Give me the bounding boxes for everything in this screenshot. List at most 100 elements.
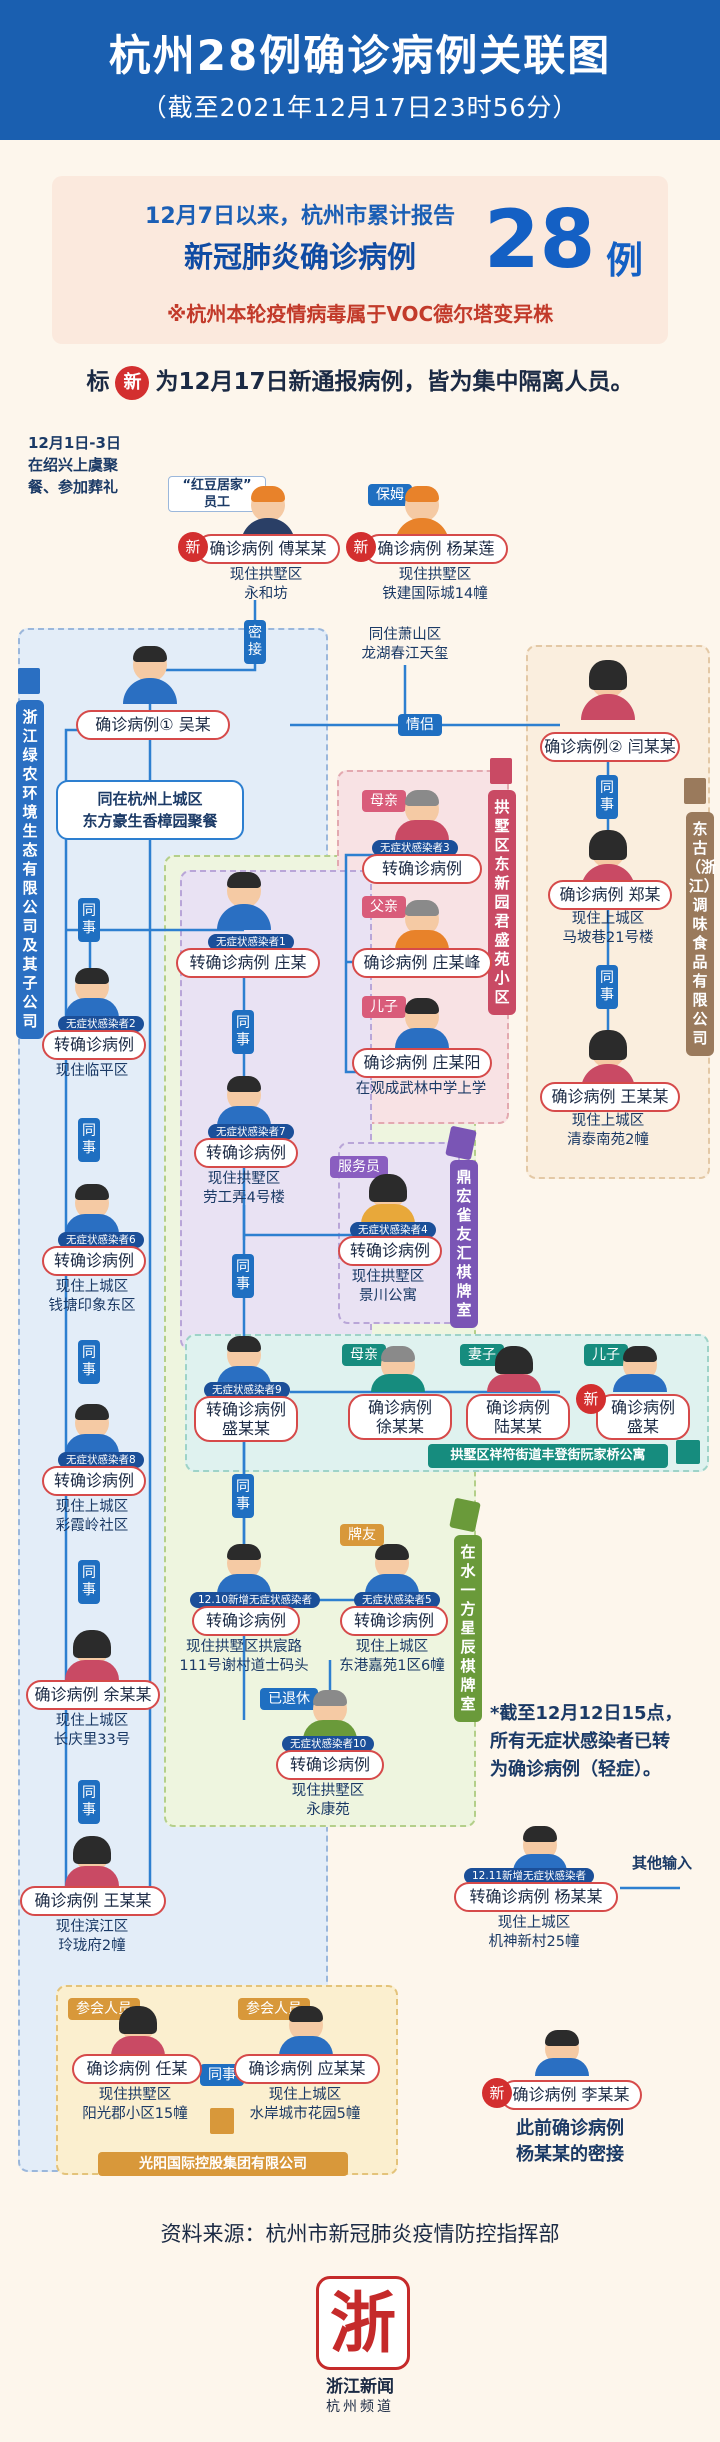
case-lu: 确诊病例 陆某某	[466, 1394, 570, 1440]
legend-prefix: 标	[86, 369, 110, 395]
other-input-label: 其他输入	[632, 1854, 693, 1872]
person-icon	[108, 2006, 168, 2056]
case-p2: 转确诊病例	[42, 1030, 146, 1060]
case-p2-location: 现住临平区	[55, 1063, 129, 1079]
case-p5-tag: 无症状感染者5	[354, 1592, 440, 1608]
relation-tongshi: 同事	[78, 1118, 100, 1162]
house-icon	[676, 1440, 700, 1464]
case-ren-location: 现住拱墅区 阳光郡小区15幢	[82, 2087, 188, 2122]
early-event-label: 12月1日-3日 在绍兴上虞聚餐、参加葬礼	[28, 434, 121, 496]
case-ren: 确诊病例 任某	[72, 2054, 202, 2084]
person-icon	[392, 998, 452, 1048]
case-count: 28	[484, 193, 596, 286]
person-icon	[532, 2030, 592, 2076]
case-zheng-location: 现住上城区 马坡巷21号楼	[562, 911, 654, 946]
person-icon	[392, 790, 452, 840]
summary-line1: 12月7日以来，杭州市累计报告	[145, 204, 455, 229]
case-p8-location: 现住上城区 彩霞岭社区	[55, 1499, 129, 1534]
relation-tongshi: 同事	[232, 1010, 254, 1054]
relation-tongshi: 同事	[78, 1560, 100, 1604]
case-p6-tag: 无症状感染者6	[58, 1232, 144, 1248]
case-yu-location: 现住上城区 长庆里33号	[53, 1713, 131, 1748]
li-note: 此前确诊病例 杨某某的密接	[516, 2118, 624, 2165]
relation-yituixiu: 已退休	[260, 1688, 318, 1710]
case-p6-location: 现住上城区 钱塘印象东区	[48, 1279, 136, 1314]
person-icon	[62, 1836, 122, 1886]
person-icon	[120, 644, 180, 704]
person-icon	[214, 870, 274, 930]
relation-fuwuyuan: 服务员	[330, 1156, 388, 1178]
case-yang-1211: 转确诊病例 杨某某	[454, 1882, 618, 1912]
case-p10-tag: 无症状感染者10	[282, 1736, 375, 1752]
case-mother-zhuang-tag: 无症状感染者3	[372, 840, 458, 856]
relation-tongshi: 同事	[78, 1340, 100, 1384]
case-li: 确诊病例 李某某	[500, 2080, 642, 2110]
case-p10: 转确诊病例	[276, 1750, 384, 1780]
relation-qizi: 妻子	[460, 1344, 504, 1366]
case-sheng-son: 确诊病例 盛某	[596, 1394, 690, 1440]
case-wang-a: 确诊病例 王某某	[540, 1082, 680, 1112]
building-icon	[684, 778, 706, 804]
case-wang-b: 确诊病例 王某某	[20, 1886, 166, 1916]
case-zhuang-yang: 确诊病例 庄某阳	[352, 1048, 492, 1078]
person-icon	[214, 1336, 274, 1386]
xiaoshan-location: 同住萧山区 龙湖春江天玺	[361, 627, 449, 662]
logo: 浙	[316, 2276, 410, 2370]
case-p2-tag: 无症状感染者2	[58, 1016, 144, 1032]
case-wu: 确诊病例① 吴某	[76, 710, 230, 740]
person-icon	[62, 1630, 122, 1680]
person-icon	[510, 1826, 570, 1872]
case-ying: 确诊病例 应某某	[234, 2054, 380, 2084]
baomu-label: 保姆	[368, 484, 412, 506]
region-label-gongshu-shengyuan: 拱墅区东新园君盛苑小区	[488, 790, 516, 1015]
channel-name: 杭州频道	[326, 2399, 394, 2415]
case-p1210: 转确诊病例	[192, 1606, 300, 1636]
region-label-dinghong: 鼎宏雀友汇棋牌室	[450, 1160, 478, 1328]
person-icon	[62, 968, 122, 1018]
case-wang-b-location: 现住滨江区 玲珑府2幢	[55, 1919, 129, 1954]
relation-paiyou: 牌友	[340, 1524, 384, 1546]
case-mother-zhuang: 转确诊病例	[362, 854, 482, 884]
relation-tongshi: 同事	[232, 1254, 254, 1298]
relation-tongshi: 同事	[596, 965, 618, 1009]
logo-char: 浙	[330, 2284, 396, 2362]
person-icon	[214, 1544, 274, 1594]
case-p10-location: 现住拱墅区 永康苑	[291, 1783, 365, 1818]
case-zhuang-yang-location: 在观成武林中学上学	[355, 1081, 487, 1097]
relation-erzi: 儿子	[362, 996, 406, 1018]
case-sheng-tag: 无症状感染者9	[204, 1382, 290, 1398]
relation-muqin: 母亲	[342, 1344, 386, 1366]
relation-fuqin: 父亲	[362, 896, 406, 918]
case-zhuang: 转确诊病例 庄某	[176, 948, 320, 978]
region-label-gongshu-xiangfu: 拱墅区祥符街道丰登街阮家桥公寓	[428, 1444, 668, 1468]
legend-suffix: 为12月17日新通报病例，皆为集中隔离人员。	[155, 369, 634, 395]
region-label-zhejiang-lvnong: 浙江绿农环境生态有限公司及其子公司	[16, 700, 44, 1039]
new-badge-icon: 新	[482, 2078, 512, 2108]
variant-note: ※杭州本轮疫情病毒属于VOC德尔塔变异株	[166, 302, 554, 326]
case-p1210-tag: 12.10新增无症状感染者	[190, 1592, 321, 1608]
summary-line2: 新冠肺炎确诊病例	[183, 240, 416, 274]
relation-tongshi: 同事	[232, 1474, 254, 1518]
relation-tongshi: 同事	[78, 898, 100, 942]
page-subtitle: （截至2021年12月17日23时56分）	[141, 93, 579, 122]
page-title: 杭州28例确诊病例关联图	[108, 31, 612, 80]
case-p6: 转确诊病例	[42, 1246, 146, 1276]
person-icon	[62, 1184, 122, 1234]
case-p7-tag: 无症状感染者7	[208, 1124, 294, 1140]
person-icon	[362, 1544, 422, 1594]
building-icon	[18, 668, 40, 694]
case-p1210-location: 现住拱墅区拱宸路 111号谢村道士码头	[179, 1639, 309, 1674]
person-icon	[300, 1690, 360, 1740]
case-count-unit: 例	[606, 239, 643, 282]
person-icon	[610, 1346, 670, 1392]
case-yang-baomu-location: 现住拱墅区 铁建国际城14幢	[382, 567, 488, 602]
region-label-guangyang: 光阳国际控股集团有限公司	[98, 2152, 348, 2176]
case-p8-tag: 无症状感染者8	[58, 1452, 144, 1468]
case-sheng: 转确诊病例 盛某某	[194, 1396, 298, 1442]
relation-qinglv: 情侣	[398, 714, 442, 736]
person-icon	[578, 660, 638, 720]
region-label-donggu: 东古（浙江）调味食品有限公司	[686, 812, 716, 1056]
case-xu: 确诊病例 徐某某	[348, 1394, 452, 1440]
relation-tongshi: 同事	[200, 2064, 244, 2086]
case-yang-baomu: 确诊病例 杨某莲	[364, 534, 508, 564]
